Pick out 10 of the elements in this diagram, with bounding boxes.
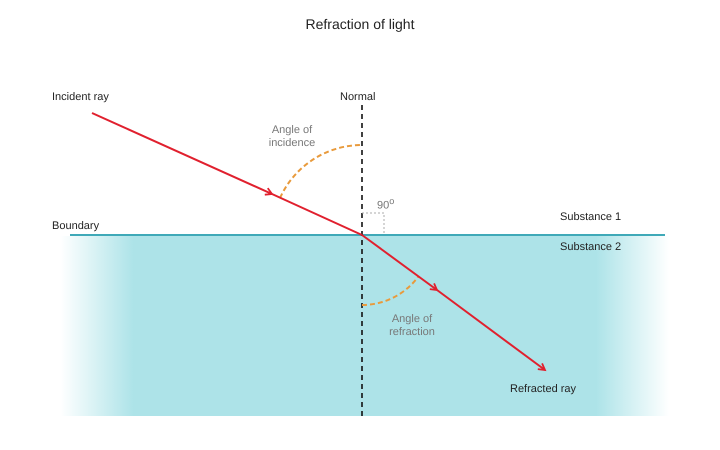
substance-label: Substance 1 (560, 211, 622, 224)
substance-label: Substance 2 (560, 241, 622, 254)
diagram-title: Refraction of light (304, 18, 416, 31)
ray-label: Incident ray (52, 91, 109, 104)
angle-label: 90$^{o}$ (377, 195, 394, 213)
ray-label: Refracted ray (510, 383, 576, 396)
boundary-label: Boundary (52, 220, 100, 233)
angle-label: Angle of refraction (388, 313, 436, 339)
angle-label: Angle of incidence (268, 124, 316, 150)
normal-label: Normal (340, 91, 376, 104)
